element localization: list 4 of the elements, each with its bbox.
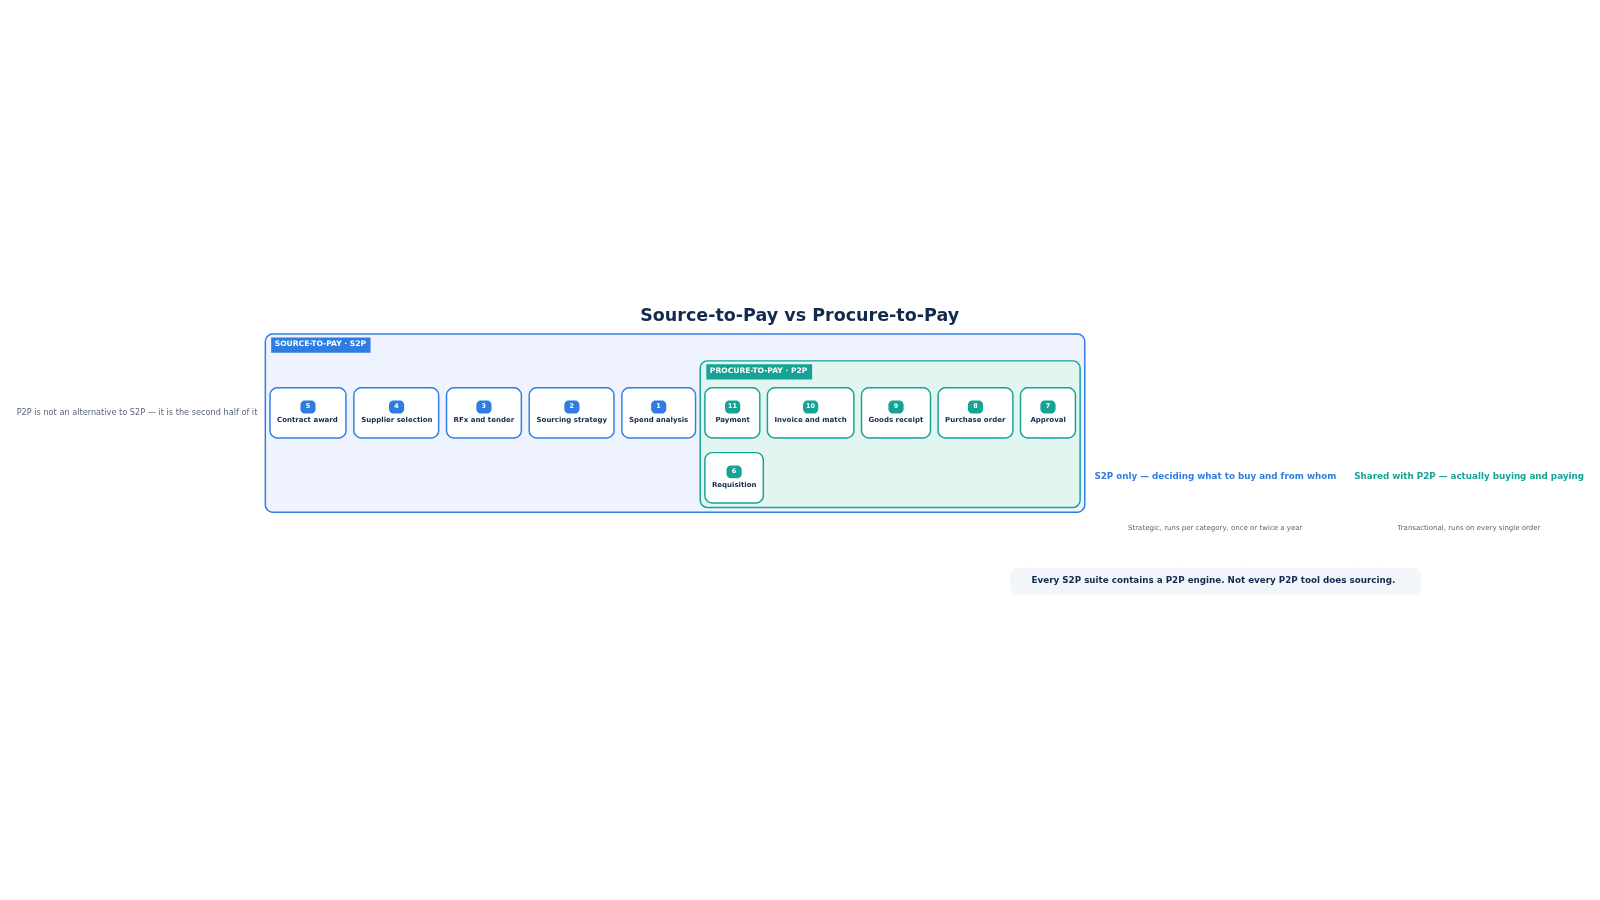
diagram-title: Source-to-Pay vs Procure-to-Pay (640, 305, 960, 326)
label: Shared with P2P — actually buying and paying (1354, 471, 1584, 482)
label: S2P only — deciding what to buy and from whom (1094, 471, 1337, 482)
label: P2P is not an alternative to S2P — it is the second half of it (16, 407, 258, 418)
